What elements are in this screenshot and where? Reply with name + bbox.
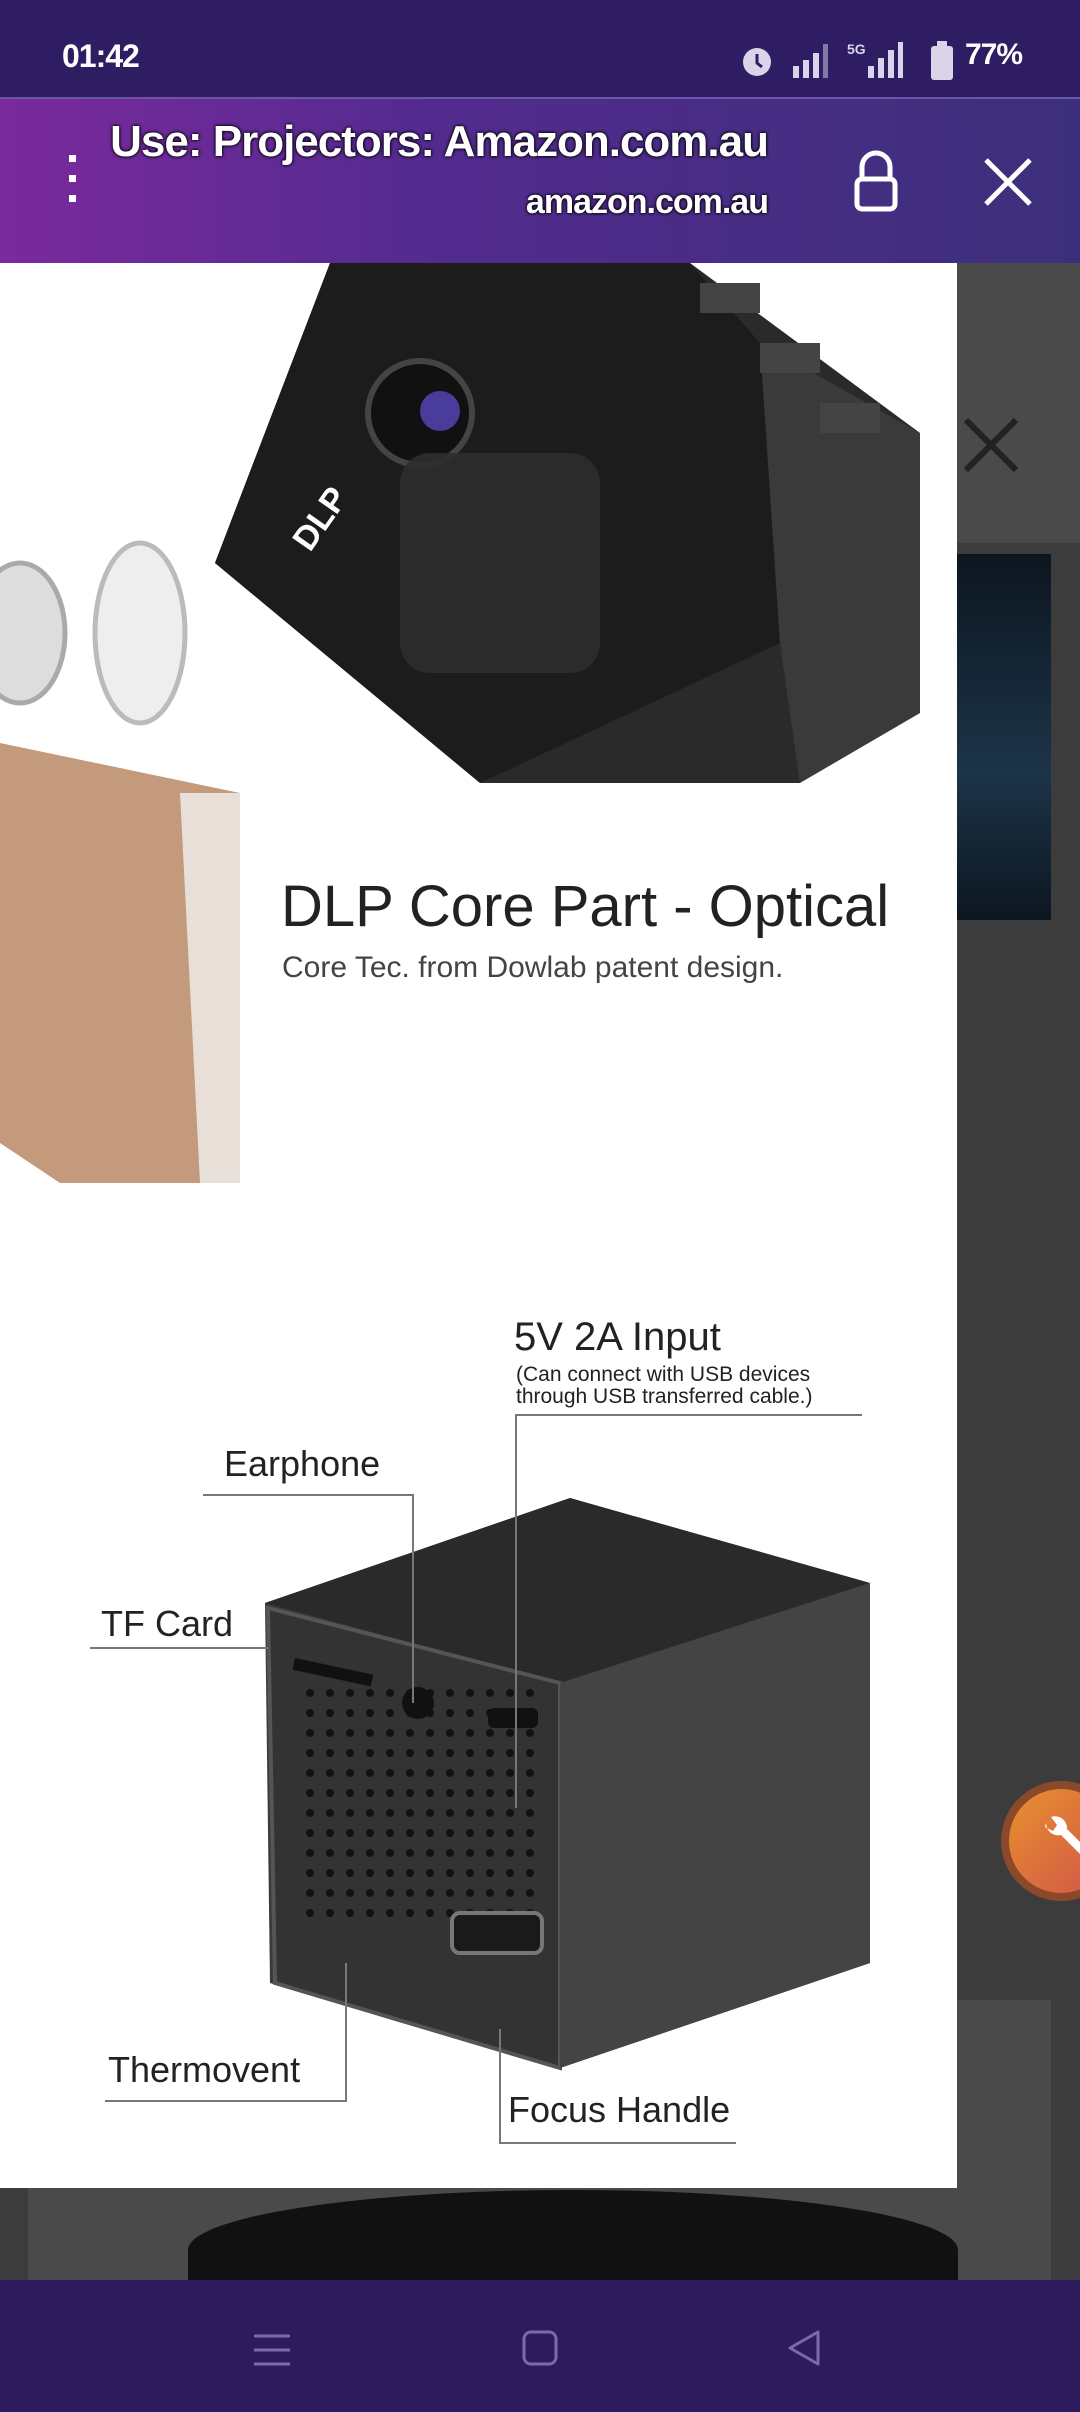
page-url[interactable]: amazon.com.au: [525, 183, 769, 221]
label-thermovent: Thermovent: [108, 2049, 301, 2090]
projector-bottom-image: [265, 1498, 870, 2071]
label-input: 5V 2A Input: [514, 1315, 721, 1359]
battery-percent: 77%: [964, 38, 1023, 71]
product-illustration: DLP: [0, 263, 920, 2144]
back-icon[interactable]: [784, 2328, 824, 2368]
image-heading: DLP Core Part - Optical: [281, 874, 890, 939]
background-page-bar: [957, 263, 1080, 543]
close-icon[interactable]: [980, 154, 1036, 210]
label-earphone: Earphone: [224, 1443, 381, 1484]
home-icon[interactable]: [520, 2328, 560, 2368]
projector-top-image: DLP: [215, 263, 920, 783]
wrench-button[interactable]: [1001, 1781, 1080, 1901]
lock-icon[interactable]: [846, 149, 906, 213]
image-subheading: Core Tec. from Dowlab patent design.: [282, 951, 784, 984]
alarm-icon: [743, 48, 771, 76]
close-icon[interactable]: [962, 416, 1020, 474]
navigation-bar: [0, 2280, 1080, 2412]
status-bar: 01:42 5G 77%: [0, 0, 1080, 97]
label-tf-card: TF Card: [101, 1603, 234, 1644]
image-viewer[interactable]: DLP: [0, 263, 957, 2188]
label-input-note-2: through USB transferred cable.): [516, 1385, 813, 1408]
custom-tab-header: Use: Projectors: Amazon.com.au amazon.co…: [0, 97, 1080, 265]
recents-icon[interactable]: [252, 2330, 292, 2370]
label-focus-handle: Focus Handle: [508, 2089, 731, 2130]
signal-icon: [793, 44, 828, 78]
signal-5g-icon: [868, 42, 903, 78]
battery-icon: [931, 41, 953, 80]
optics-image: [0, 540, 240, 1183]
callout-lines: [90, 1414, 862, 2144]
status-icons: 5G: [743, 41, 903, 78]
status-time: 01:42: [62, 38, 140, 74]
page-title: Use: Projectors: Amazon.com.au: [110, 117, 769, 166]
background-thumbnail: [957, 554, 1051, 920]
wrench-icon: [1045, 1816, 1080, 1854]
label-input-note-1: (Can connect with USB devices: [516, 1363, 811, 1386]
more-vert-icon[interactable]: [58, 149, 88, 209]
network-5g-text: 5G: [847, 41, 866, 57]
